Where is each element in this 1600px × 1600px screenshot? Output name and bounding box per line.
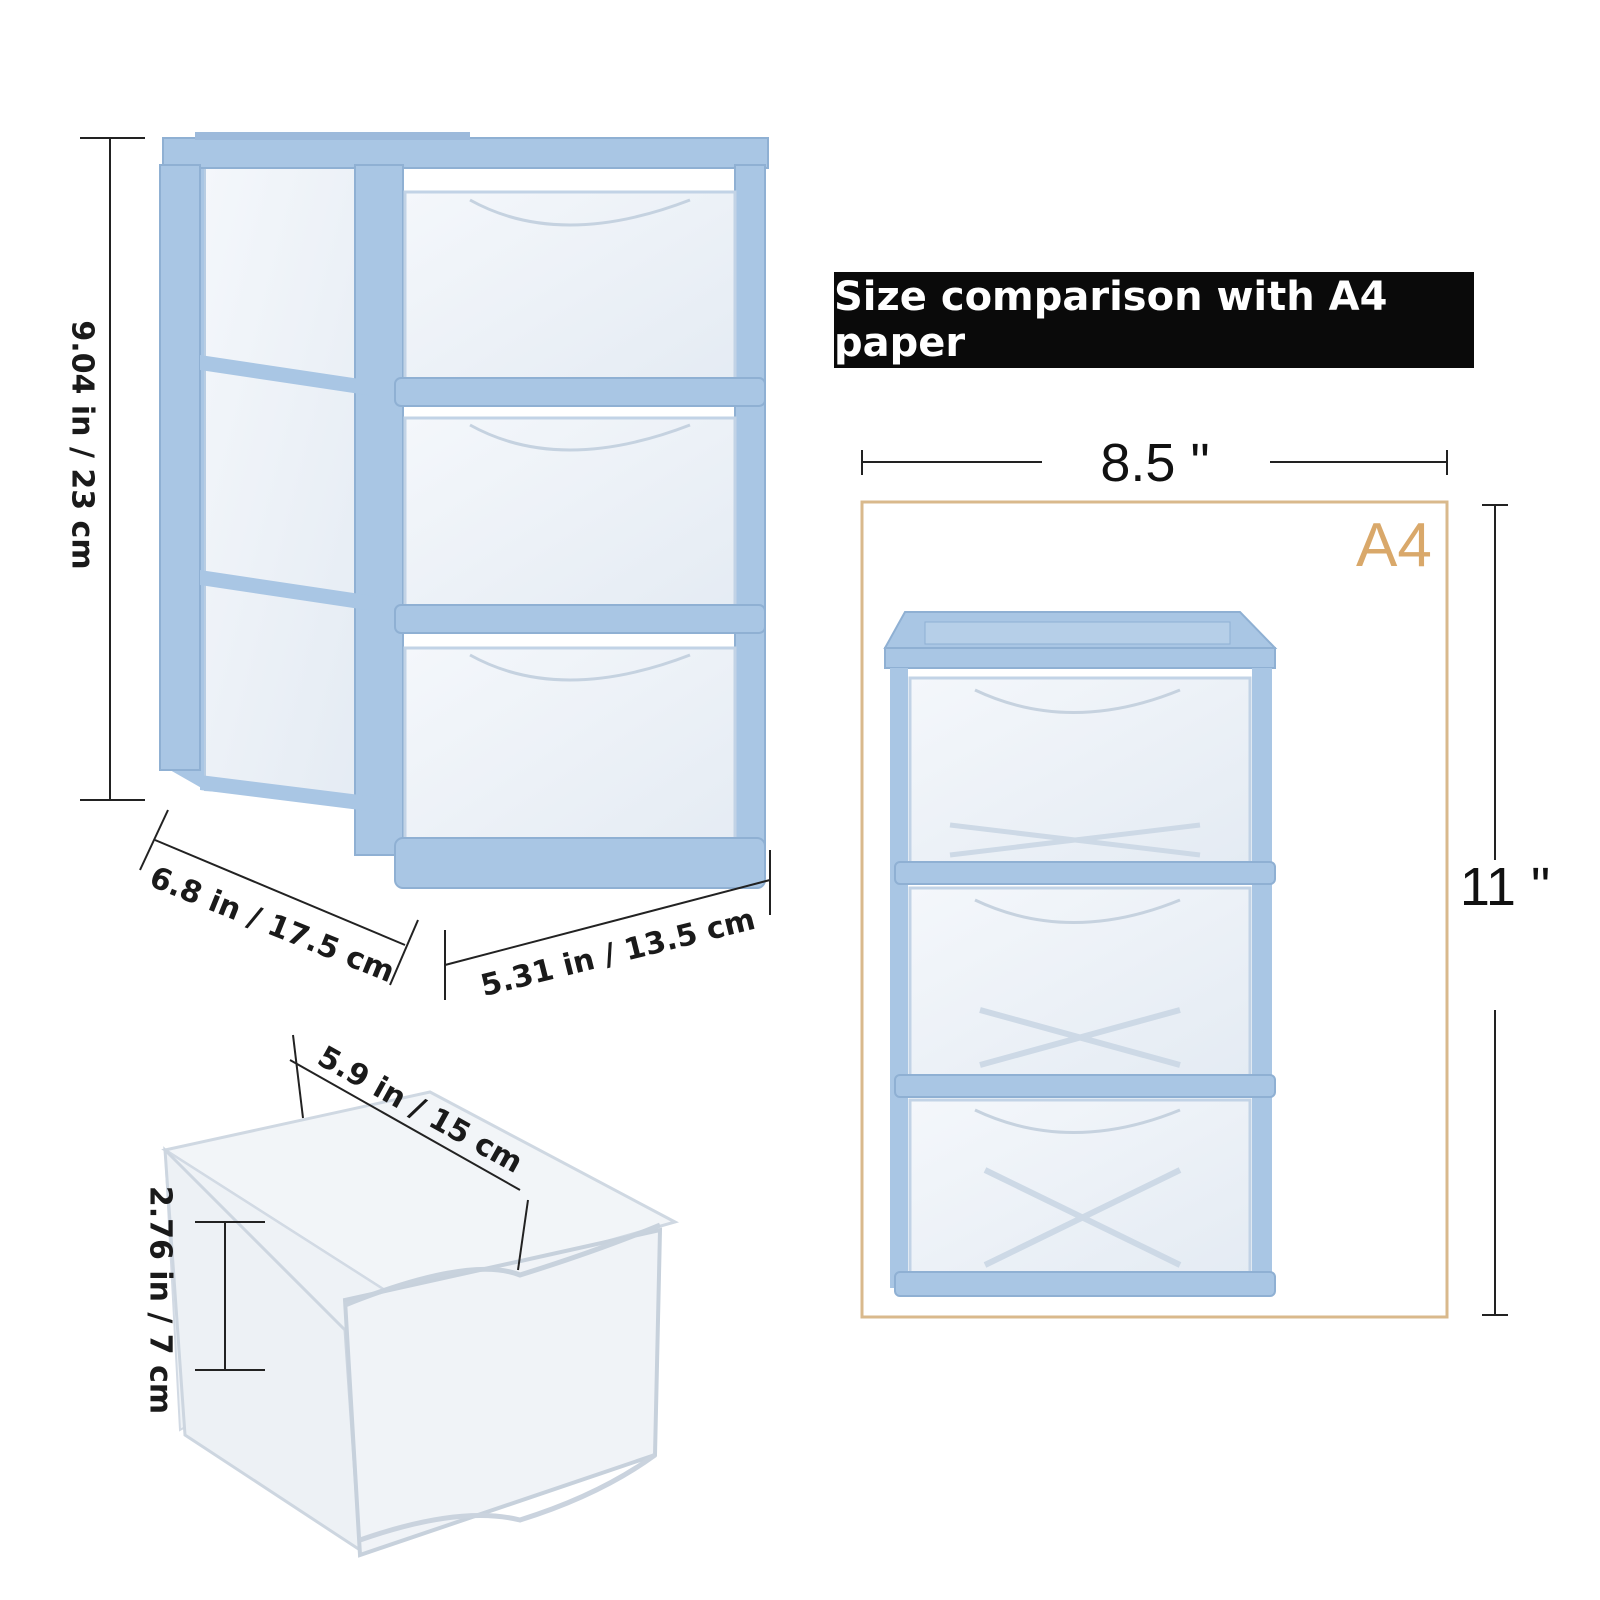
a4-paper-outline — [860, 500, 1449, 1319]
size-comparison-banner: Size comparison with A4 paper — [834, 272, 1474, 368]
dimension-lines-large — [80, 137, 771, 1000]
a4-label: A4 — [1356, 511, 1432, 580]
paper-height-label: 11 " — [1459, 857, 1551, 917]
single-drawer — [161, 1090, 680, 1558]
small-drawer-unit — [883, 611, 1278, 1297]
paper-dimension-lines — [861, 450, 1508, 1316]
height-dimension-label: 9.04 in / 23 cm — [64, 320, 100, 570]
dimension-lines-drawer — [195, 1034, 529, 1371]
banner-text: Size comparison with A4 paper — [834, 274, 1388, 366]
large-drawer-unit — [159, 132, 769, 889]
drawer-height-label: 2.76 in / 7 cm — [142, 1185, 178, 1415]
paper-width-label: 8.5 " — [1100, 433, 1210, 493]
